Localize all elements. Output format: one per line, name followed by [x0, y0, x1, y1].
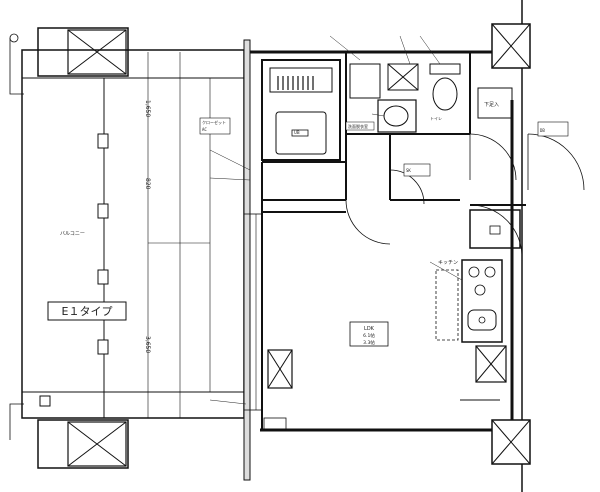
svg-text:UB: UB	[294, 130, 300, 135]
column-bottom-right	[491, 419, 531, 465]
ac-outdoor-unit-bottom	[37, 419, 129, 469]
storage-box	[267, 349, 293, 389]
svg-text:820: 820	[144, 178, 151, 190]
info-box-left: クローゼット AC	[199, 117, 231, 135]
svg-text:DB: DB	[540, 128, 545, 133]
toilet	[429, 63, 461, 111]
svg-text:3,650: 3,650	[144, 336, 151, 353]
type-label: E１タイプ	[47, 301, 127, 321]
svg-text:キッチン: キッチン	[438, 260, 458, 266]
bottom-room-partition	[263, 399, 500, 431]
interior-walls	[261, 52, 526, 430]
washing-machine-pan	[349, 63, 419, 99]
ldk-label: LDK 6.1帖 3.3帖	[349, 321, 389, 347]
unit-bath: UB	[261, 59, 341, 161]
shoe-cupboard: 下足入	[477, 87, 513, 119]
window-left	[243, 213, 263, 411]
svg-text:洗面脱衣室: 洗面脱衣室	[348, 123, 368, 129]
svg-text:下足入: 下足入	[484, 102, 499, 108]
svg-text:クローゼット: クローゼット	[202, 119, 226, 125]
info-box-mid: SK	[403, 163, 431, 177]
svg-text:3.3帖: 3.3帖	[363, 339, 375, 346]
pipe-space	[475, 345, 507, 383]
svg-text:SK: SK	[406, 168, 411, 173]
svg-text:1,650: 1,650	[144, 100, 151, 117]
svg-text:AC: AC	[202, 127, 207, 132]
balcony	[9, 33, 245, 440]
info-box-right: DB	[537, 121, 569, 137]
svg-text:トイレ: トイレ	[430, 116, 442, 121]
door-swings	[345, 133, 585, 258]
type-label-text: E１タイプ	[62, 305, 113, 318]
ac-outdoor-unit-top	[37, 27, 129, 77]
kitchen-counter	[435, 259, 503, 343]
svg-text:6.1帖: 6.1帖	[363, 332, 375, 339]
svg-text:LDK: LDK	[364, 326, 375, 332]
fridge-space	[469, 209, 521, 249]
svg-text:バルコニー: バルコニー	[60, 231, 85, 237]
column-top-right	[491, 23, 531, 69]
leader-lines	[209, 35, 463, 405]
